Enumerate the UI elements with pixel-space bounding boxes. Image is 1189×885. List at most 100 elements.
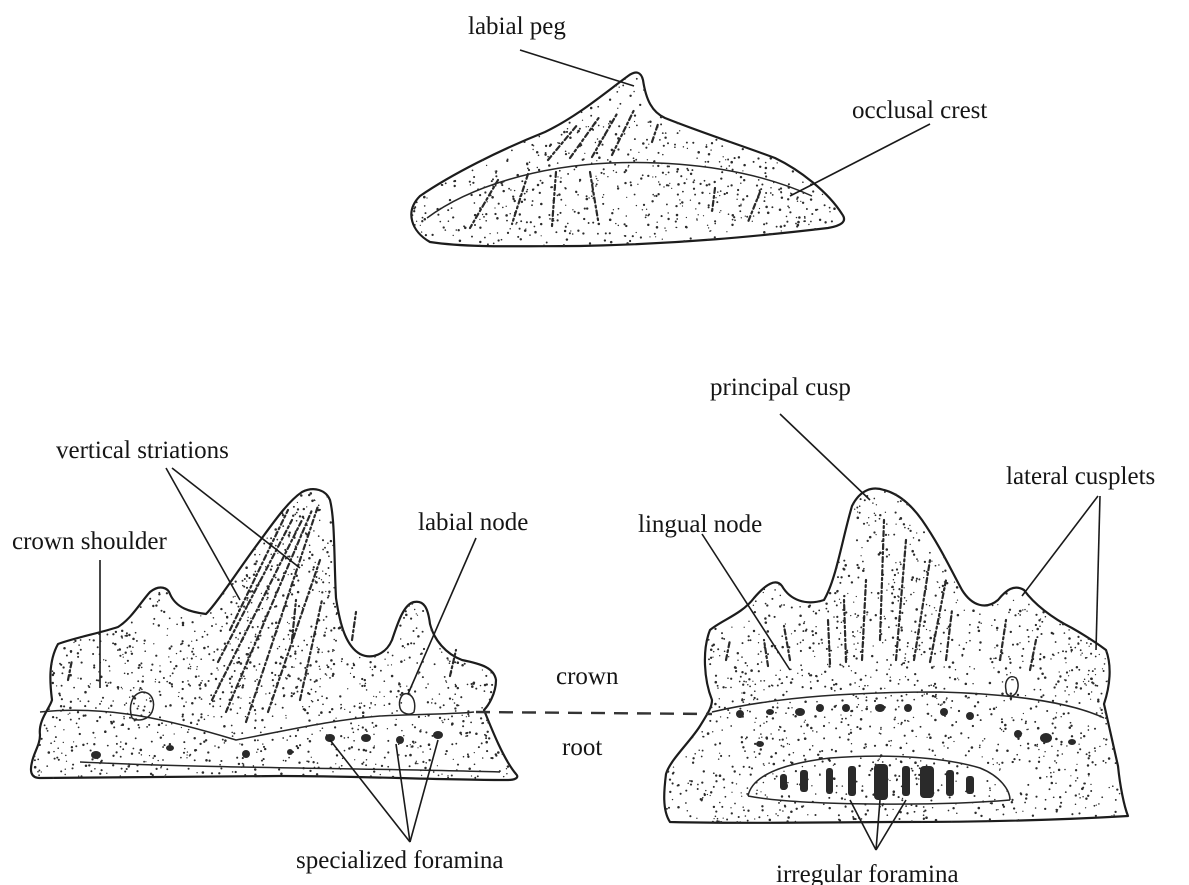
stipple-dot <box>1027 743 1029 745</box>
stipple-dot <box>178 696 179 697</box>
stipple-dot <box>734 666 737 669</box>
stipple-dot <box>285 760 287 762</box>
stipple-dot <box>853 601 854 602</box>
stipple-dot <box>851 710 853 712</box>
stipple-dot <box>947 747 949 749</box>
stipple-dot <box>747 684 748 685</box>
stipple-dot <box>256 669 257 670</box>
stipple-dot <box>761 183 763 185</box>
stipple-dot <box>333 639 335 641</box>
stipple-dot <box>974 795 976 797</box>
stipple-dot <box>1070 646 1072 648</box>
stipple-dot <box>248 617 249 618</box>
stipple-dot <box>863 523 865 525</box>
stipple-dot <box>731 224 733 226</box>
stipple-dot <box>908 661 910 663</box>
stipple-dot <box>591 195 593 197</box>
stipple-dot <box>311 500 314 503</box>
stipple-dot <box>805 630 807 632</box>
stipple-dot <box>274 606 276 608</box>
stipple-dot <box>1044 751 1045 752</box>
stipple-dot <box>783 760 785 762</box>
stipple-dot <box>282 657 284 659</box>
stipple-dot <box>672 782 674 784</box>
stipple-dot <box>879 514 881 516</box>
stipple-dot <box>635 159 637 161</box>
stipple-dot <box>570 230 571 231</box>
stipple-dot <box>803 733 804 734</box>
stipple-dot <box>968 697 970 699</box>
stipple-dot <box>687 148 688 149</box>
stipple-dot <box>753 215 754 216</box>
stipple-dot <box>246 580 247 581</box>
stipple-dot <box>772 706 774 708</box>
stipple-dot <box>838 561 840 563</box>
stipple-dot <box>150 669 152 671</box>
stipple-dot <box>150 700 152 702</box>
stipple-dot <box>257 646 259 648</box>
stipple-dot <box>506 773 507 774</box>
stipple-dot <box>1053 796 1055 798</box>
stipple-dot <box>275 545 277 547</box>
stipple-dot <box>422 761 424 763</box>
stipple-dot <box>1001 721 1003 723</box>
stipple-dot <box>306 712 308 714</box>
stipple-dot <box>747 810 749 812</box>
stipple-dot <box>490 691 492 693</box>
stipple-dot <box>310 626 312 628</box>
stipple-dot <box>365 729 367 731</box>
stipple-dot <box>892 636 894 638</box>
stipple-dot <box>114 643 117 646</box>
stipple-dot <box>860 718 863 721</box>
stipple-dot <box>894 774 896 776</box>
stipple-dot <box>566 238 568 240</box>
stipple-dot <box>847 738 849 740</box>
stipple-dot <box>200 682 202 684</box>
stipple-dot <box>756 185 758 187</box>
stipple-dot <box>346 663 348 665</box>
stipple-dot <box>701 799 703 801</box>
stipple-dot <box>309 706 311 708</box>
stipple-dot <box>767 815 768 816</box>
stipple-dot <box>135 737 137 739</box>
stipple-dot <box>617 148 619 150</box>
stipple-dot <box>856 617 857 618</box>
stipple-dot <box>1053 771 1054 772</box>
stipple-dot <box>46 728 48 730</box>
stipple-dot <box>372 669 373 670</box>
stipple-dot <box>479 227 481 229</box>
stipple-dot <box>340 622 342 624</box>
stipple-dot <box>733 216 735 218</box>
stipple-dot <box>824 671 826 673</box>
stipple-dot <box>705 161 707 163</box>
stipple-dot <box>244 630 245 631</box>
stipple-dot <box>886 589 887 590</box>
stipple-dot <box>705 146 707 148</box>
stipple-dot <box>856 706 858 708</box>
stipple-dot <box>198 684 201 687</box>
stipple-dot <box>1105 712 1107 714</box>
stipple-dot <box>363 761 365 763</box>
stipple-dot <box>54 741 56 743</box>
stipple-dot <box>1064 769 1066 771</box>
stipple-dot <box>332 651 333 652</box>
stipple-dot <box>746 216 748 218</box>
stipple-dot <box>1096 685 1098 687</box>
stipple-dot <box>893 534 895 536</box>
stipple-dot <box>977 714 979 716</box>
stipple-dot <box>912 770 914 772</box>
stipple-dot <box>952 661 955 664</box>
stipple-dot <box>537 167 538 168</box>
stipple-dot <box>778 802 780 804</box>
stipple-dot <box>840 633 841 634</box>
stipple-dot <box>952 807 954 809</box>
stipple-dot <box>328 582 329 583</box>
stipple-dot <box>254 773 256 775</box>
stipple-dot <box>540 180 542 182</box>
stipple-dot <box>770 756 773 759</box>
stipple-dot <box>782 738 784 740</box>
stipple-dot <box>1034 689 1036 691</box>
stipple-dot <box>415 762 417 764</box>
stipple-dot <box>595 185 597 187</box>
stipple-dot <box>1013 758 1015 760</box>
